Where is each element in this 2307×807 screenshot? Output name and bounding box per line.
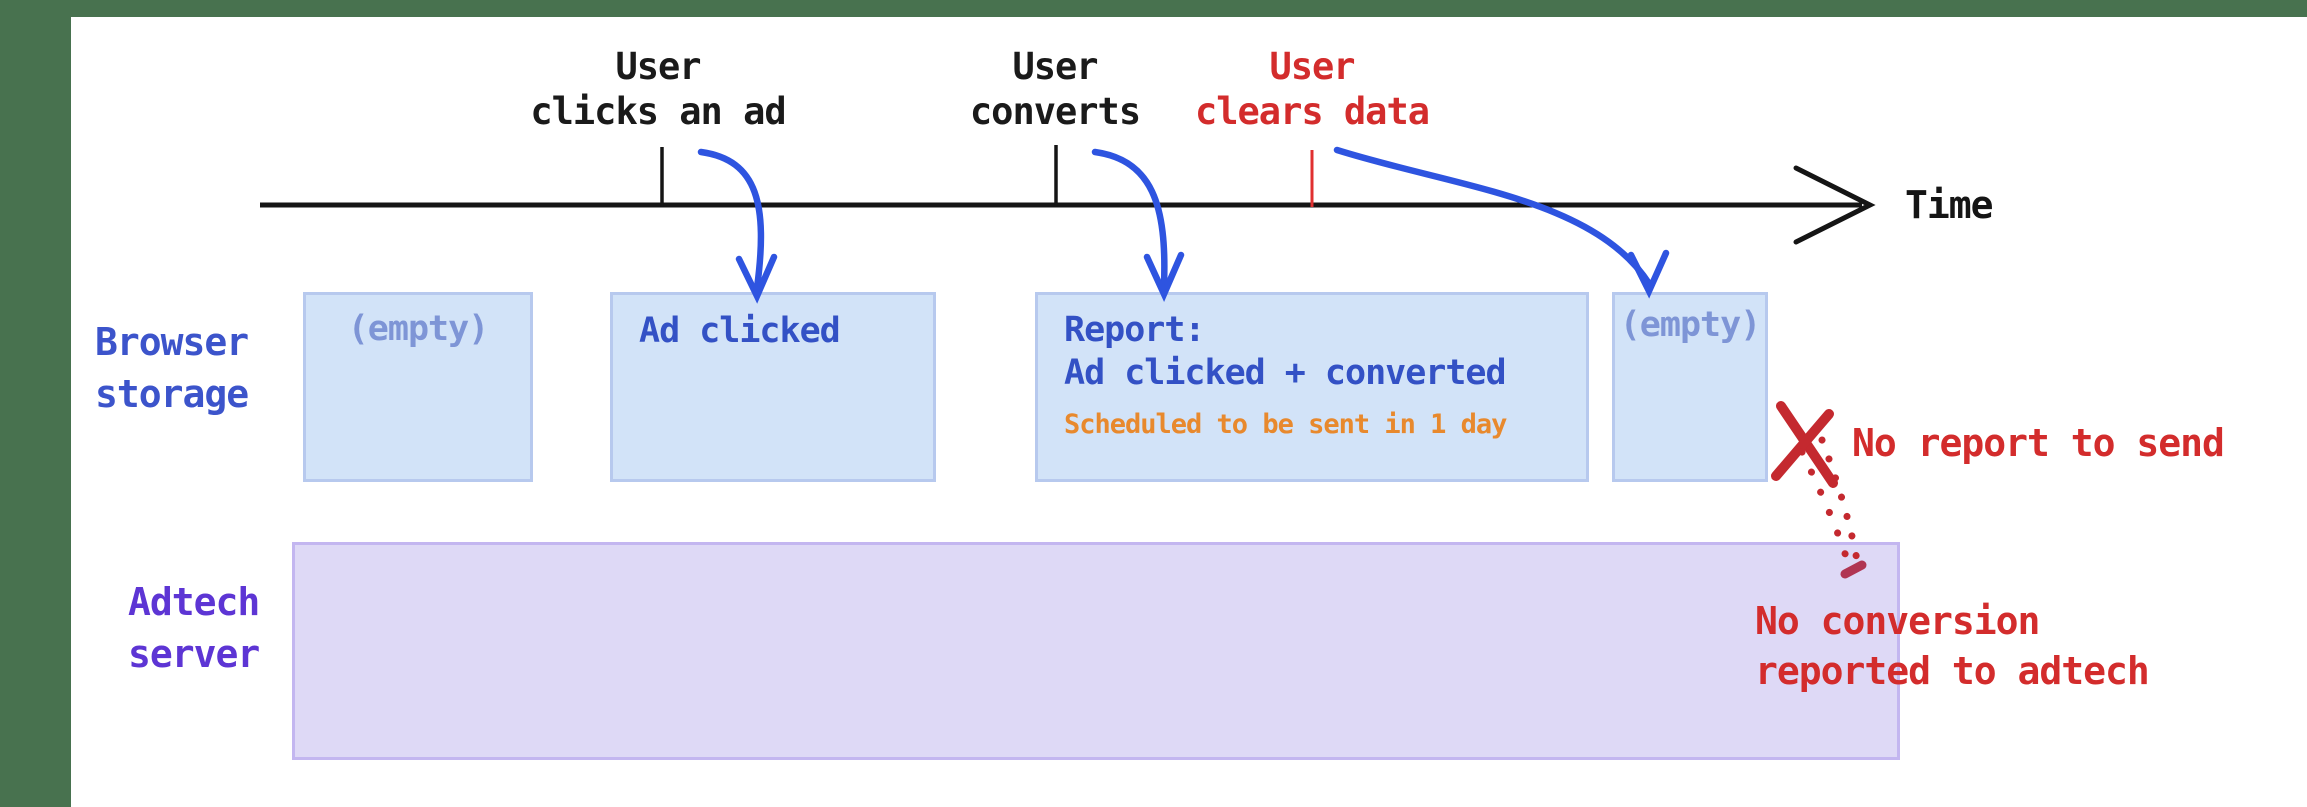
time-axis-label: Time — [1905, 183, 1994, 227]
event-label-user-clicks-ad: User clicks an ad — [478, 44, 838, 134]
storage-box-ad-clicked: Ad clicked — [610, 292, 936, 482]
browser-storage-label: Browser storage — [95, 316, 249, 420]
report-schedule-note: Scheduled to be sent in 1 day — [1064, 409, 1507, 440]
row-label-line: Adtech — [128, 580, 260, 624]
annotation-line: reported to adtech — [1755, 649, 2150, 693]
event-label-user-converts: User converts — [875, 44, 1235, 134]
event-line: User — [1012, 45, 1098, 88]
report-detail: Ad clicked + converted — [1064, 353, 1507, 393]
storage-box-empty-1: (empty) — [303, 292, 533, 482]
event-line: clicks an ad — [530, 90, 786, 133]
report-title: Report: — [1064, 310, 1206, 350]
adtech-server-label: Adtech server — [128, 576, 260, 680]
storage-box-text: (empty) — [347, 309, 490, 349]
storage-box-text: Ad clicked — [639, 311, 841, 351]
storage-box-text: (empty) — [1619, 305, 1762, 345]
no-conversion-annotation: No conversion reported to adtech — [1755, 596, 2150, 696]
event-label-user-clears-data: User clears data — [1132, 44, 1492, 134]
row-label-line: storage — [95, 372, 249, 416]
event-line: User — [615, 45, 701, 88]
row-label-line: server — [128, 632, 260, 676]
event-line: clears data — [1194, 90, 1430, 133]
event-line: User — [1269, 45, 1355, 88]
no-report-annotation: No report to send — [1852, 421, 2225, 465]
storage-box-empty-2: (empty) — [1612, 292, 1768, 482]
row-label-line: Browser — [95, 320, 249, 364]
event-line: converts — [969, 90, 1141, 133]
storage-box-report: Report: Ad clicked + converted Scheduled… — [1035, 292, 1589, 482]
annotation-line: No conversion — [1755, 599, 2040, 643]
adtech-server-box — [292, 542, 1900, 760]
